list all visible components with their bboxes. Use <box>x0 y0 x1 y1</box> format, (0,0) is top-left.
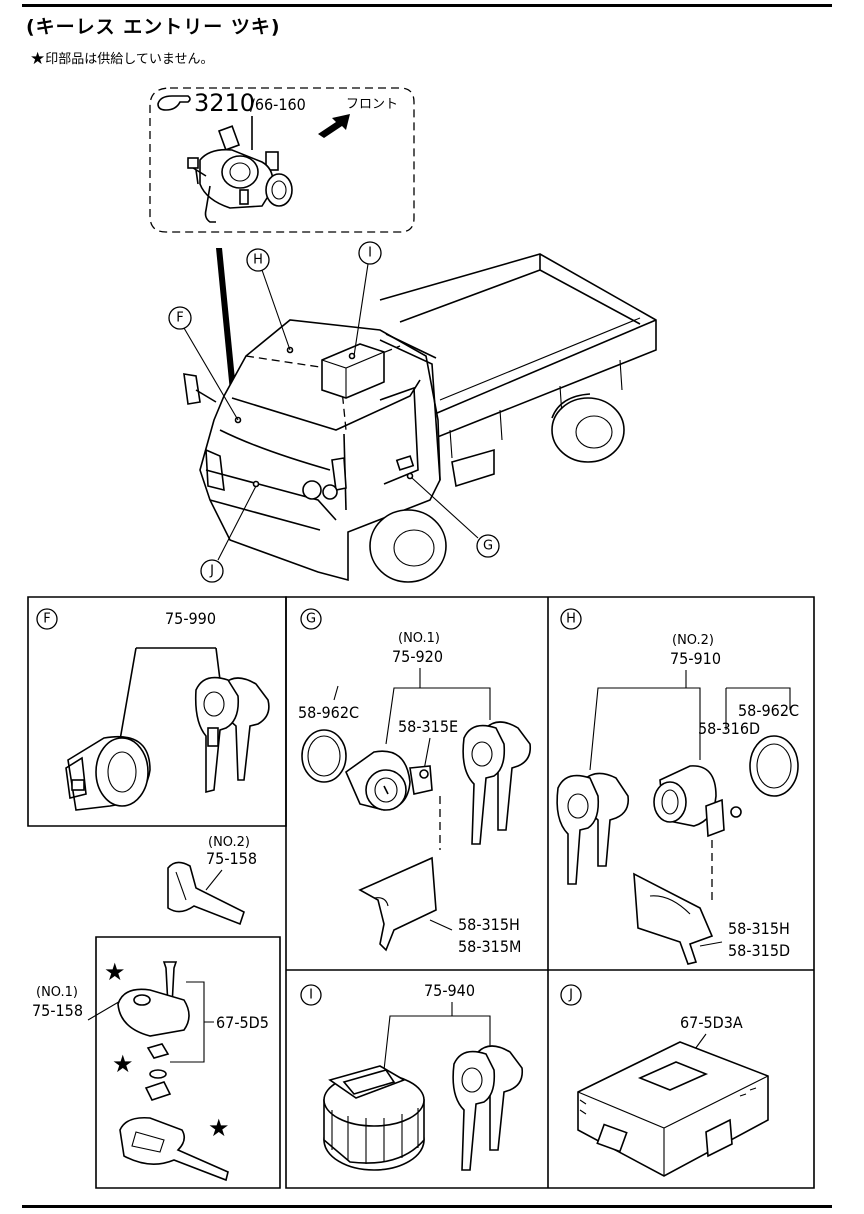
star-icon: ★ <box>208 1114 230 1142</box>
front-arrow-icon <box>318 114 350 138</box>
panel-J-letter: J <box>568 988 573 1003</box>
star-icon: ★ <box>104 958 126 986</box>
panel-H-rod-part-2: 58-315D <box>728 941 790 960</box>
panel-frames <box>27 596 815 1189</box>
remote-key-group: (NO.1) 75-158 67-5D5 ★ ★ ★ <box>32 958 269 1182</box>
callout-I: I <box>353 241 382 357</box>
top-rule <box>22 4 832 7</box>
truck-drawing <box>183 253 657 583</box>
callout-F: F <box>168 306 239 421</box>
callout-J: J <box>200 485 257 583</box>
remote-screw-part: 67-5D5 <box>216 1013 269 1032</box>
panel-J: J 67-5D3A <box>560 984 769 1177</box>
panel-H-lever-part: 58-316D <box>698 719 760 738</box>
panel-H-set-no: (NO.2) <box>672 633 714 648</box>
star-icon: ★ <box>112 1050 134 1078</box>
panel-F-letter: F <box>43 612 50 627</box>
spare-key-no: (NO.2) <box>208 835 250 850</box>
panel-H: H (NO.2) 75-910 58-962C 58-316D 58-315H … <box>556 608 799 965</box>
panel-H-set-part: 75-910 <box>670 649 721 668</box>
svg-text:F: F <box>176 311 183 326</box>
panel-G-rod-part-1: 58-315H <box>458 915 520 934</box>
panel-I: I 75-940 <box>300 981 524 1171</box>
bottom-rule <box>22 1205 832 1208</box>
spare-key: (NO.2) 75-158 <box>167 835 257 926</box>
panel-J-unit-part: 67-5D3A <box>680 1013 743 1032</box>
panel-G-set-part: 75-920 <box>392 647 443 666</box>
remote-key-no: (NO.1) <box>36 985 78 1000</box>
page-title: (キーレス エントリー ツキ) <box>26 16 281 38</box>
panel-H-rod-part-1: 58-315H <box>728 919 790 938</box>
star-icon: ★ <box>30 49 46 69</box>
panel-G-letter: G <box>306 612 316 627</box>
callout-H: H <box>246 248 291 351</box>
supply-note: ★印部品は供給していません。 <box>30 48 213 69</box>
callout-G: G <box>411 477 500 558</box>
panel-G-ring-part: 58-962C <box>298 703 359 722</box>
panel-G-set-no: (NO.1) <box>398 631 440 646</box>
ignition-switch-drawing <box>187 116 293 223</box>
svg-text:I: I <box>368 246 372 261</box>
panel-I-set-part: 75-940 <box>424 981 475 1000</box>
svg-text:J: J <box>209 564 214 579</box>
panel-H-letter: H <box>566 612 576 627</box>
ignition-inset: 3210 /66-160 フロント <box>149 87 415 412</box>
pointing-hand-icon <box>157 95 191 111</box>
panel-I-letter: I <box>309 988 313 1003</box>
panel-H-ring-part: 58-962C <box>738 701 799 720</box>
panel-F: F 75-990 <box>36 608 270 811</box>
front-label: フロント <box>346 97 398 112</box>
panel-F-part-set: 75-990 <box>165 609 216 628</box>
panel-G-rod-part-2: 58-315M <box>458 937 521 956</box>
supply-note-text: 印部品は供給していません。 <box>45 52 214 67</box>
remote-key-part: 75-158 <box>32 1001 83 1020</box>
ref-code: 3210 <box>194 89 255 117</box>
panel-G: G (NO.1) 75-920 58-962C 58-315E 58-315H … <box>298 608 532 956</box>
inset-leader <box>216 248 238 412</box>
panel-G-lever-part: 58-315E <box>398 717 458 736</box>
spare-key-part: 75-158 <box>206 849 257 868</box>
svg-text:G: G <box>483 539 493 554</box>
svg-text:H: H <box>253 253 263 268</box>
ref-sub: /66-160 <box>250 95 306 114</box>
